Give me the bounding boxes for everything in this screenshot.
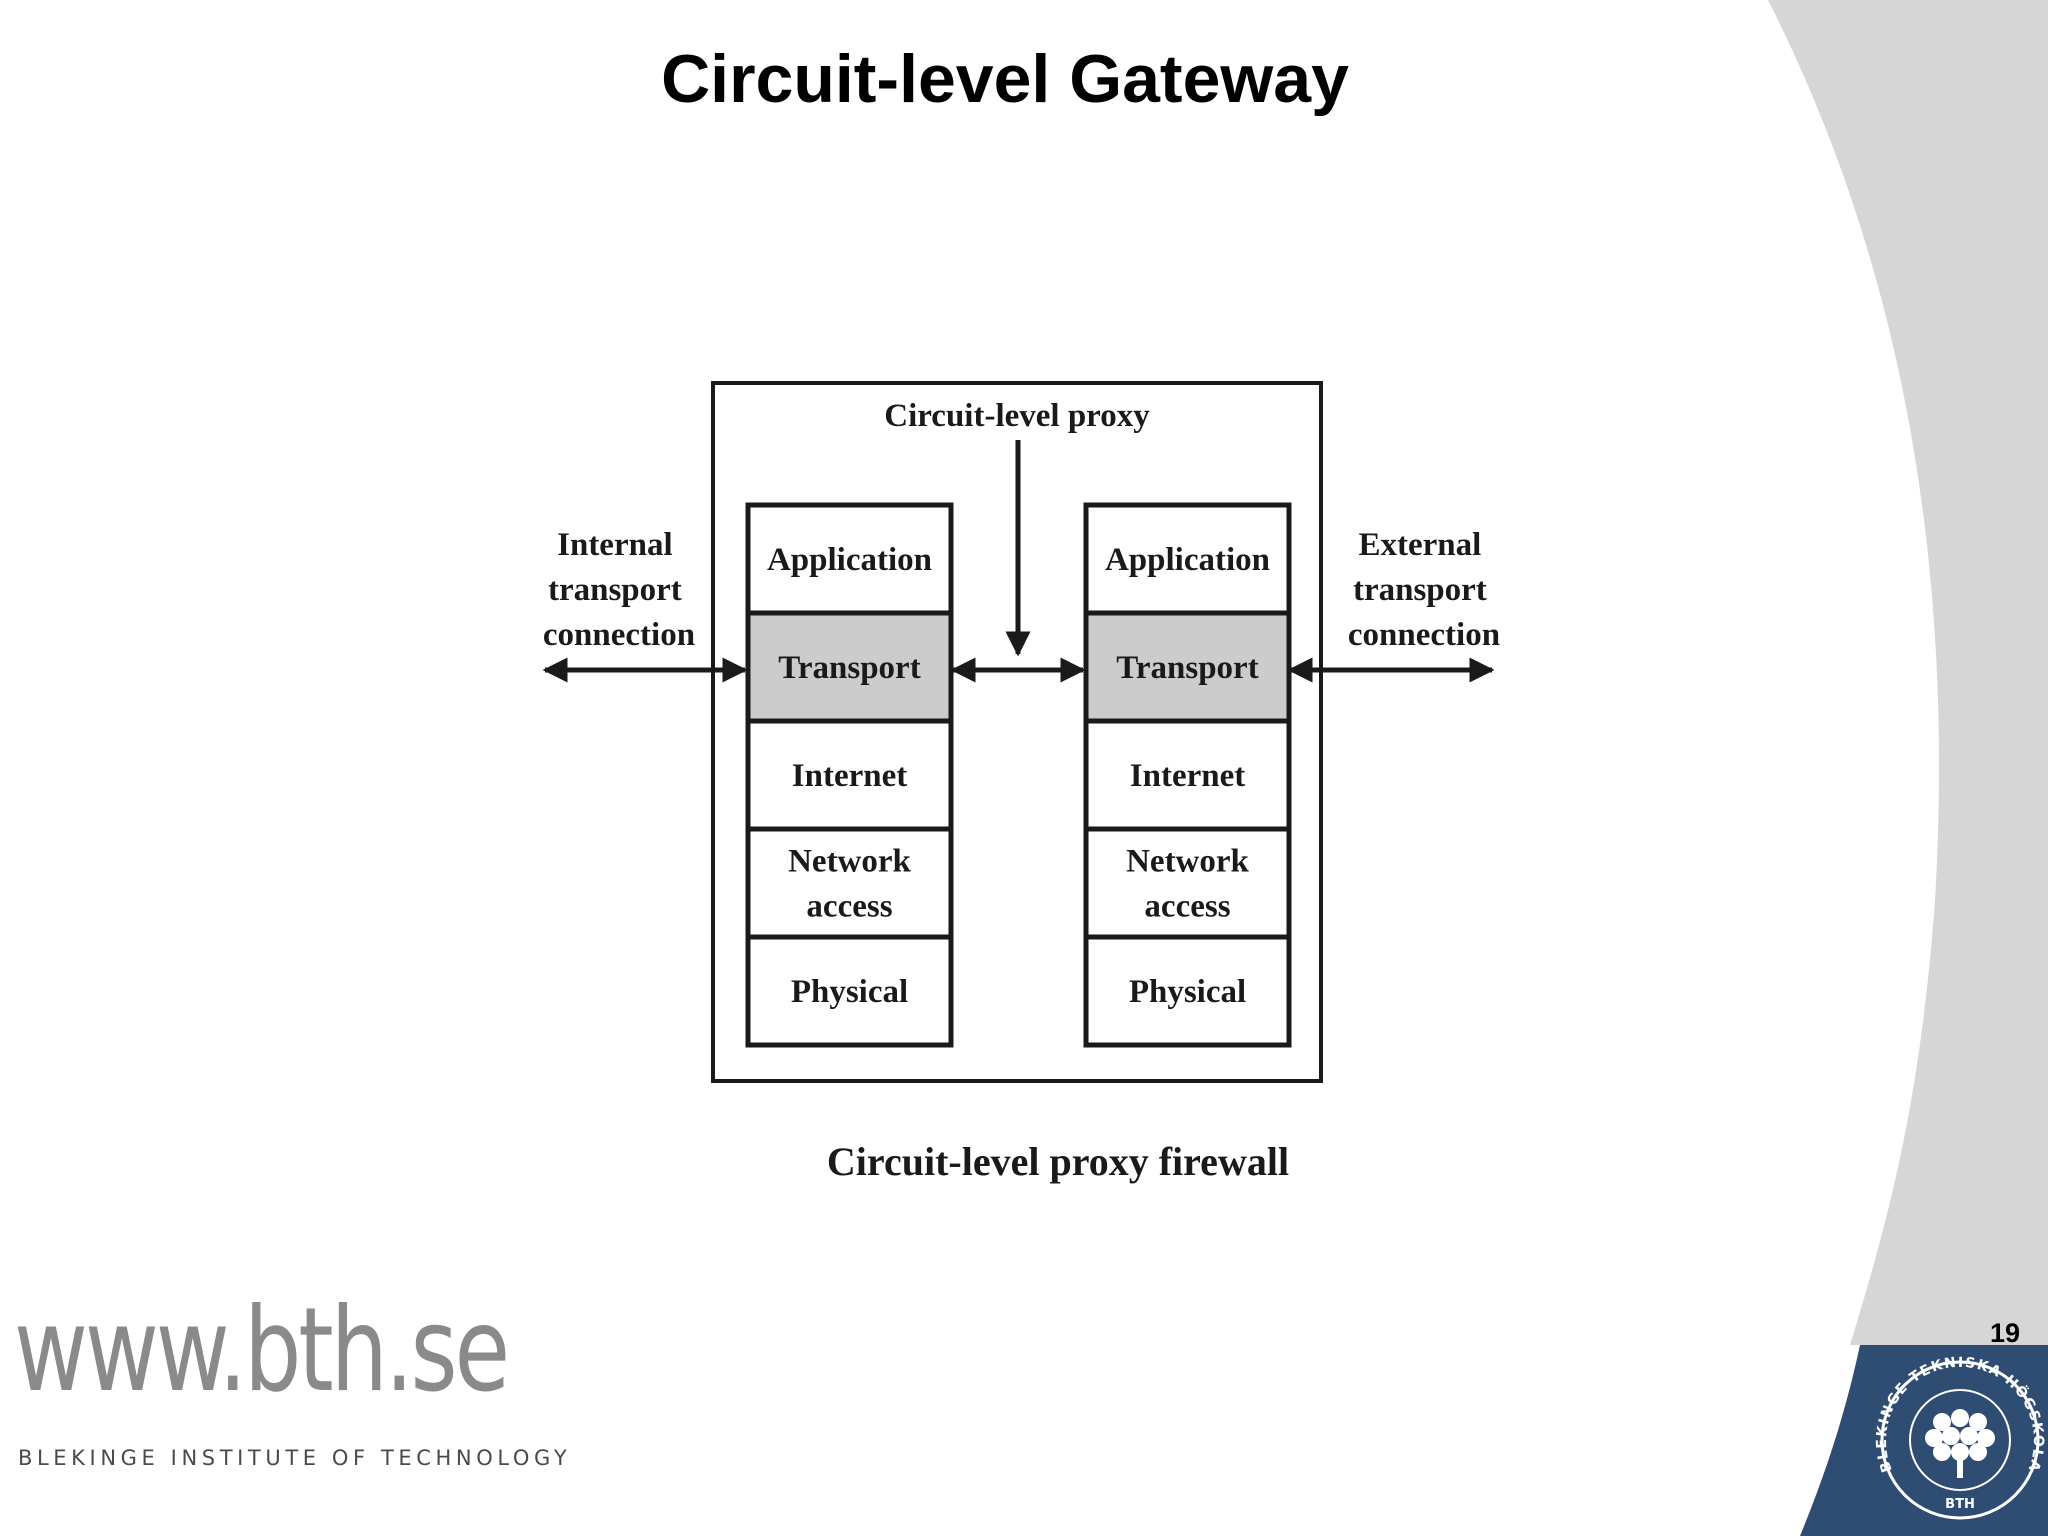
right-stack-layer-label: Internet — [1130, 758, 1245, 794]
brand-url: www.bth.se — [14, 1283, 510, 1418]
firewall-box — [711, 381, 1323, 1083]
seal-center-text: BTH — [1945, 1497, 1975, 1512]
left-stack-layer-label: Internet — [792, 758, 907, 794]
brand-institution: BLEKINGE INSTITUTE OF TECHNOLOGY — [18, 1446, 572, 1470]
right-stack-layer-label: Transport — [1116, 650, 1258, 686]
left-stack-layer-label: Physical — [791, 974, 908, 1010]
proxy-label: Circuit-level proxy — [884, 398, 1150, 434]
right-stack-layer-label: Application — [1105, 542, 1270, 578]
page-number: 19 — [1990, 1318, 2021, 1348]
logo-panel — [1800, 1345, 2048, 1536]
left-stack-layer-label: Transport — [778, 650, 920, 686]
left-stack-layer-box — [745, 718, 954, 832]
left-stack-layer-label: Application — [767, 542, 932, 578]
right-stack-layer-box — [1083, 826, 1292, 940]
slide-title: Circuit-level Gateway — [661, 41, 1349, 117]
left-stack-layer-box — [745, 502, 954, 616]
right-stack-layer-box — [1083, 610, 1292, 724]
right-stack-layer-box — [1083, 718, 1292, 832]
internal-connection-label: Internal transport connection — [543, 527, 695, 653]
diagram-caption: Circuit-level proxy firewall — [827, 1139, 1289, 1184]
right-stack-layer-box — [1083, 502, 1292, 616]
right-stack-layer-label: Physical — [1129, 974, 1246, 1010]
tree-icon — [1925, 1409, 1995, 1478]
external-connection-label: External transport connection — [1348, 527, 1500, 653]
right-stack-layer-box — [1083, 934, 1292, 1048]
side-swoosh — [1768, 0, 2048, 1345]
left-stack-layer-box — [745, 934, 954, 1048]
